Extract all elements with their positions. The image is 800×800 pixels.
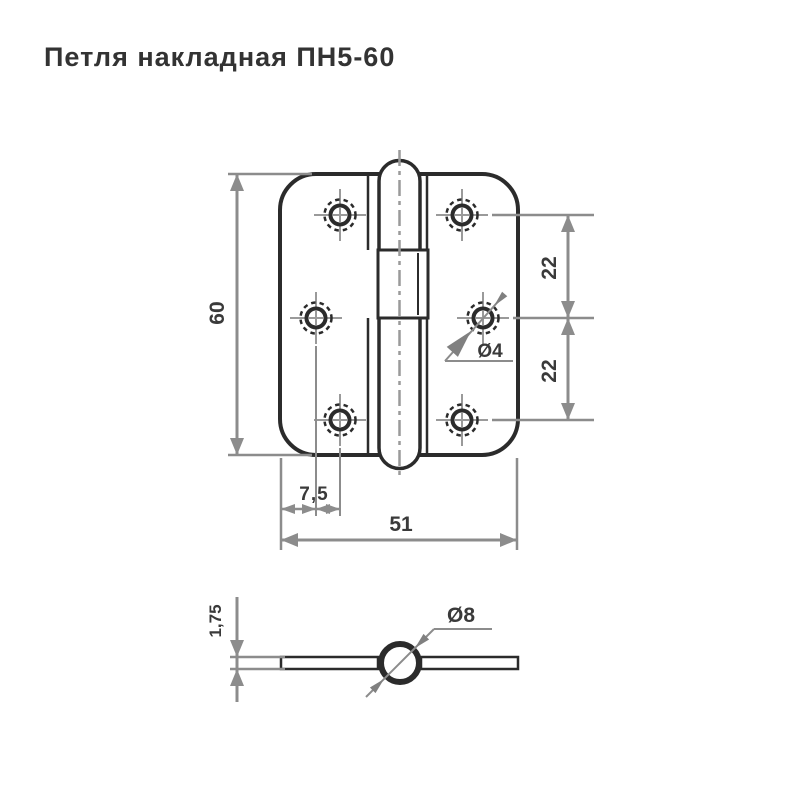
arrow-right-icon — [326, 504, 340, 514]
arrow-right-icon — [302, 504, 316, 514]
hinge-section-view: Ø8 1,75 — [206, 597, 520, 702]
arrow-down-icon — [230, 640, 244, 657]
arrow-down-icon — [561, 403, 575, 420]
dim-label-height: 60 — [206, 301, 229, 324]
dim-label-width: 51 — [389, 513, 413, 536]
callout-barrel-diameter: Ø8 — [365, 604, 492, 698]
arrow-up-icon — [561, 318, 575, 335]
arrow-up-icon — [230, 174, 244, 191]
leader-arrow-down-left-icon — [415, 633, 430, 648]
dimension-thickness-1-75: 1,75 — [206, 597, 285, 702]
hinge-front-view: 60 22 22 7,5 — [206, 150, 594, 550]
dimension-row-spacing-22-22: 22 22 — [492, 213, 594, 422]
screw-hole-top-left — [314, 189, 366, 241]
arrow-down-icon — [561, 301, 575, 318]
arrow-up-icon — [230, 669, 244, 686]
arrow-left-icon — [281, 533, 298, 547]
leader-arrow-up-right-icon — [369, 679, 384, 694]
dim-label-thickness: 1,75 — [206, 604, 225, 637]
dim-label-row-bottom: 22 — [538, 359, 561, 382]
dim-label-edge-offset: 7,5 — [299, 484, 328, 505]
arrow-left-icon — [281, 504, 295, 514]
leader-arrow-up-right-icon — [446, 331, 471, 357]
arrow-down-icon — [230, 438, 244, 455]
page-title: Петля накладная ПН5-60 — [44, 42, 395, 72]
screw-holes — [290, 189, 509, 446]
arrow-right-icon — [500, 533, 517, 547]
dim-label-row-top: 22 — [538, 256, 561, 279]
leaf-section-left — [279, 655, 380, 671]
screw-hole-bottom-right — [436, 394, 488, 446]
middle-knuckle — [376, 248, 430, 320]
arrow-up-icon — [561, 215, 575, 232]
leader-arrow-down-left-icon — [494, 291, 508, 306]
screw-hole-bottom-left — [314, 394, 366, 446]
dim-label-barrel-dia: Ø8 — [447, 604, 475, 627]
callout-hole-diameter: Ø4 — [444, 291, 513, 362]
dim-label-hole-dia: Ø4 — [477, 341, 503, 362]
screw-hole-middle-left — [290, 292, 342, 344]
dimension-width-51: 51 — [281, 458, 519, 550]
dimension-height-60: 60 — [206, 172, 312, 457]
leaf-section-right — [419, 655, 520, 671]
screw-hole-top-right — [436, 189, 488, 241]
dimension-edge-offset-7-5: 7,5 — [279, 346, 341, 550]
